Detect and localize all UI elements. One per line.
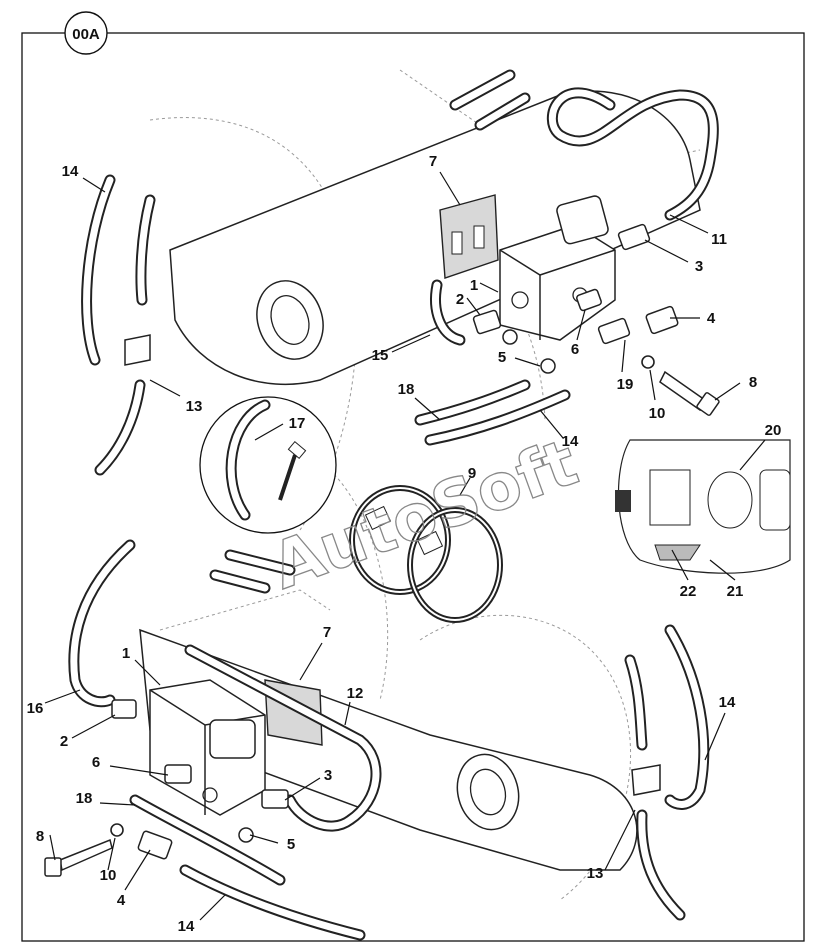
callout-label: 8 [749,374,757,391]
lower-right-hoses [624,624,710,921]
callout-label: 1 [470,277,478,294]
upper-left-hose-14 [81,174,156,476]
diagram-id-badge [64,11,108,55]
callout-label: 5 [498,349,506,366]
location-inset [615,439,791,574]
callout-label: 9 [468,465,476,482]
callout-label: 14 [562,433,579,450]
callout-label: 6 [92,754,100,771]
callout-label: 7 [429,153,437,170]
diagram-id: 00A [72,26,100,43]
callout-label: 3 [324,767,332,784]
callout-label: 12 [347,685,364,702]
callout-label: 4 [707,310,716,327]
callout-label: 20 [765,422,782,439]
callout-label: 14 [178,918,195,935]
callout-label: 17 [289,415,306,432]
lower-pipe-stubs [209,549,296,594]
inset-detail-17 [199,396,337,534]
callout-label: 3 [695,258,703,275]
diagram-frame [21,32,805,942]
leader-lines [44,171,766,921]
middle-hoses-18 [414,379,571,446]
callout-label: 2 [60,733,68,750]
pipe-12 [184,644,382,832]
callout-label: 16 [27,700,44,717]
callout-label: 1 [122,645,130,662]
callout-label: 14 [719,694,736,711]
callout-label: 14 [62,163,79,180]
upper-tank [169,90,701,386]
callout-label: 19 [617,376,634,393]
callout-label: 22 [680,583,697,600]
callout-label: 5 [287,836,295,853]
callout-label: 7 [323,624,331,641]
callout-label: 6 [571,341,579,358]
callout-label: 18 [76,790,93,807]
upper-fittings [472,223,720,416]
callout-label: 15 [372,347,389,364]
callout-label: 10 [100,867,117,884]
hose-16 [68,539,136,708]
callout-label: 8 [36,828,44,845]
callout-labels: 7 14 1 2 11 3 4 15 6 5 13 18 19 8 10 17 … [27,153,782,935]
callout-label: 11 [711,231,727,248]
lower-fittings [44,699,289,877]
lower-hoses [129,794,366,941]
callout-label: 18 [398,381,415,398]
upper-bracket-7 [439,194,499,279]
callout-label: 13 [587,865,604,882]
callout-label: 21 [727,583,744,600]
hose-15 [430,279,466,346]
callout-label: 13 [186,398,203,415]
upper-pipe-stubs [449,69,531,131]
callout-label: 2 [456,291,464,308]
return-pipe-11 [546,87,719,221]
callout-label: 10 [649,405,666,422]
hose-clamps-9 [349,485,503,623]
callout-label: 4 [117,892,126,909]
